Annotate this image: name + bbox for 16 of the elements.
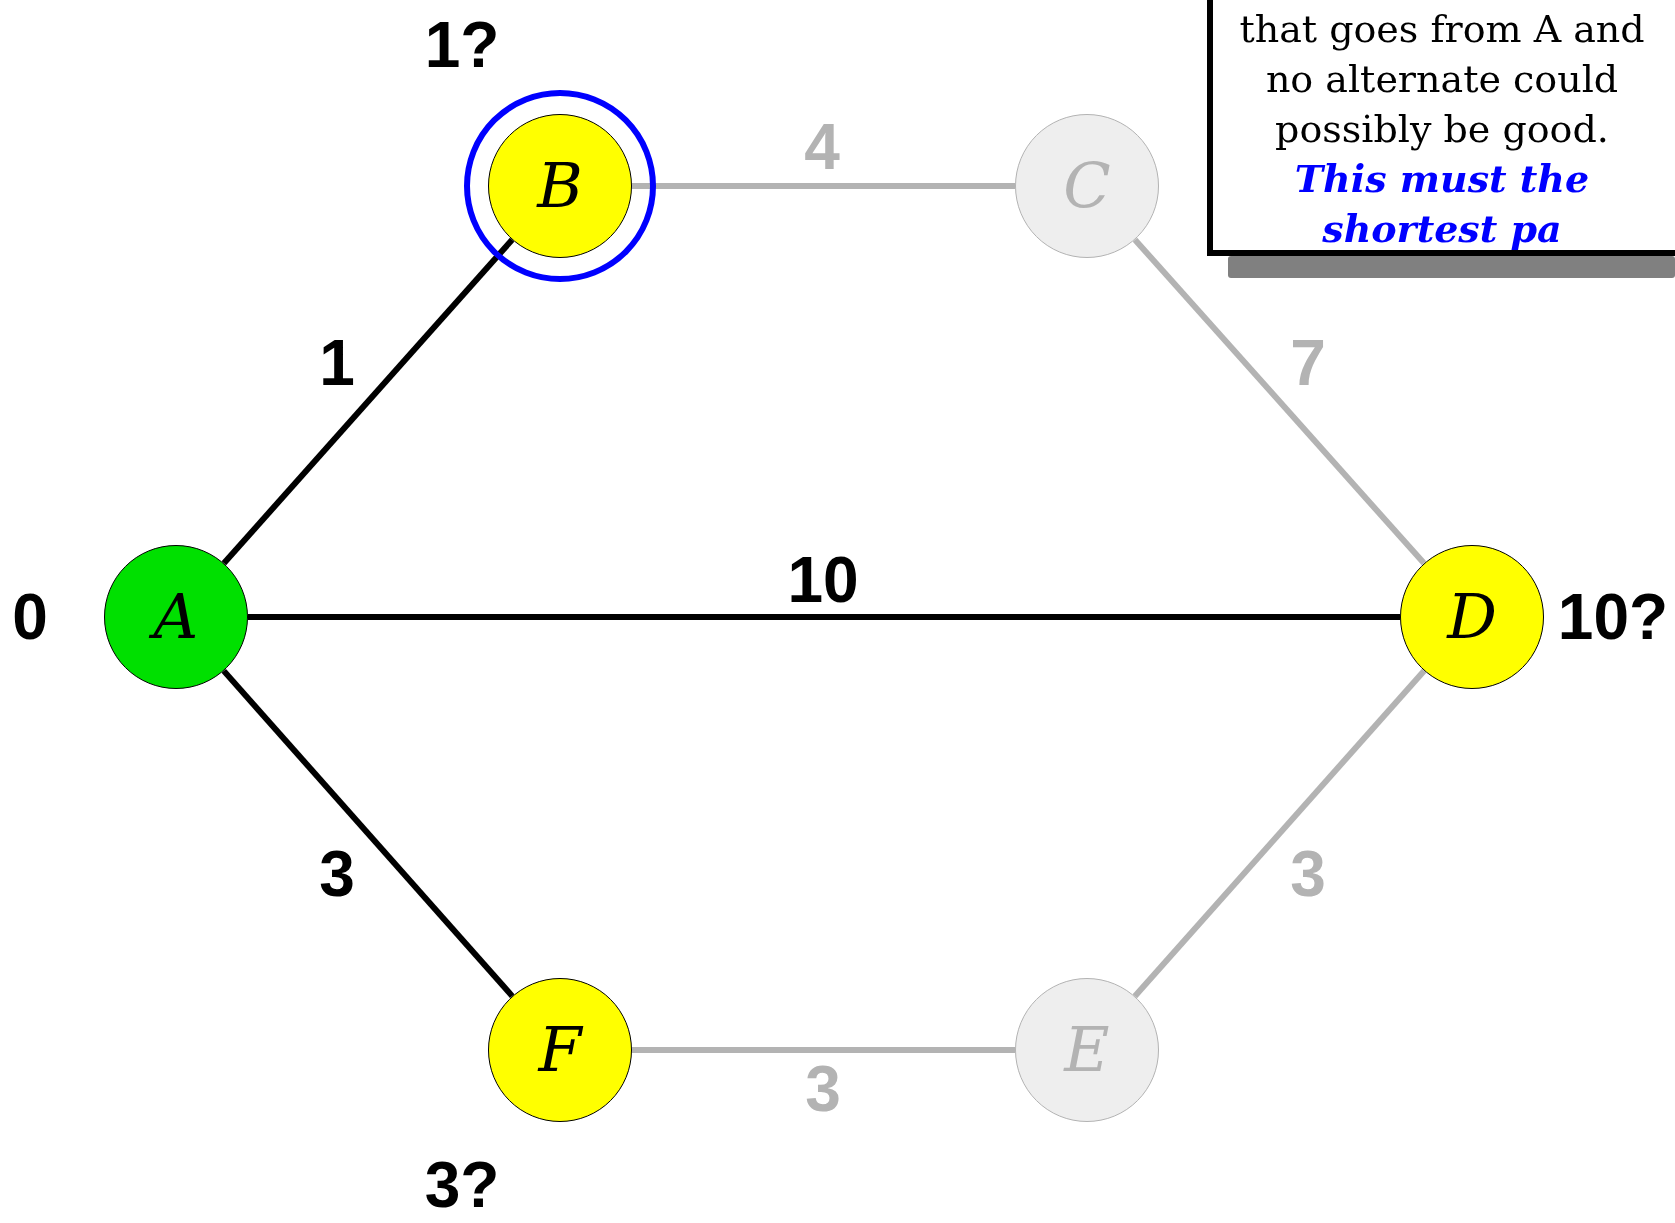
node-label: C — [1063, 155, 1111, 217]
node-label: F — [538, 1019, 582, 1081]
node-label: E — [1064, 1019, 1110, 1081]
edge-line — [1132, 237, 1427, 566]
edge-line — [221, 668, 515, 999]
edge-line — [221, 237, 515, 566]
edge-line — [632, 1047, 1015, 1053]
edge-line — [632, 183, 1015, 189]
edge-line — [1132, 668, 1427, 999]
node-label: B — [537, 155, 583, 217]
emphasis-text: This must the shortest pa — [1294, 156, 1590, 251]
note-box — [1207, 0, 1675, 256]
edge-line — [248, 614, 1400, 620]
graph-node-circle — [488, 114, 632, 258]
node-label: D — [1447, 586, 1497, 648]
note-text: that goes from A and no alternate could possibly be good. — [1239, 7, 1645, 151]
